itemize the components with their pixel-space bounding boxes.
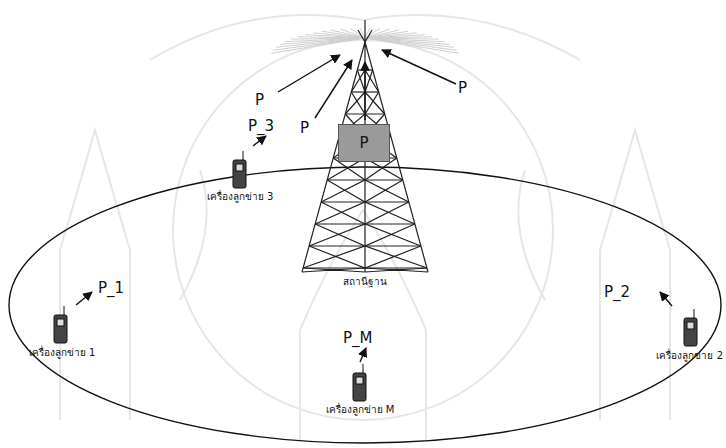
power-label: P_M <box>343 330 373 347</box>
tower <box>302 20 428 272</box>
watermark <box>60 15 670 440</box>
power-label: P_2 <box>604 284 630 301</box>
power-label: P <box>255 92 264 109</box>
terminal-label: เครื่องลูกข่าย 1 <box>29 347 96 358</box>
terminal-label: เครื่องลูกข่าย 2 <box>656 350 723 361</box>
station-label: สถานีฐาน <box>343 276 387 287</box>
power-label: P <box>458 80 467 97</box>
power-label: P <box>300 120 309 137</box>
power-label: P <box>359 134 368 152</box>
power-arrows <box>76 50 672 362</box>
terminal-label: เครื่องลูกข่าย 3 <box>207 191 274 202</box>
power-label: P_3 <box>248 118 274 135</box>
equipment-box: P <box>338 124 390 162</box>
power-label: P_1 <box>98 280 124 297</box>
phones <box>54 151 697 401</box>
terminal-label: เครื่องลูกข่าย M <box>326 404 395 415</box>
